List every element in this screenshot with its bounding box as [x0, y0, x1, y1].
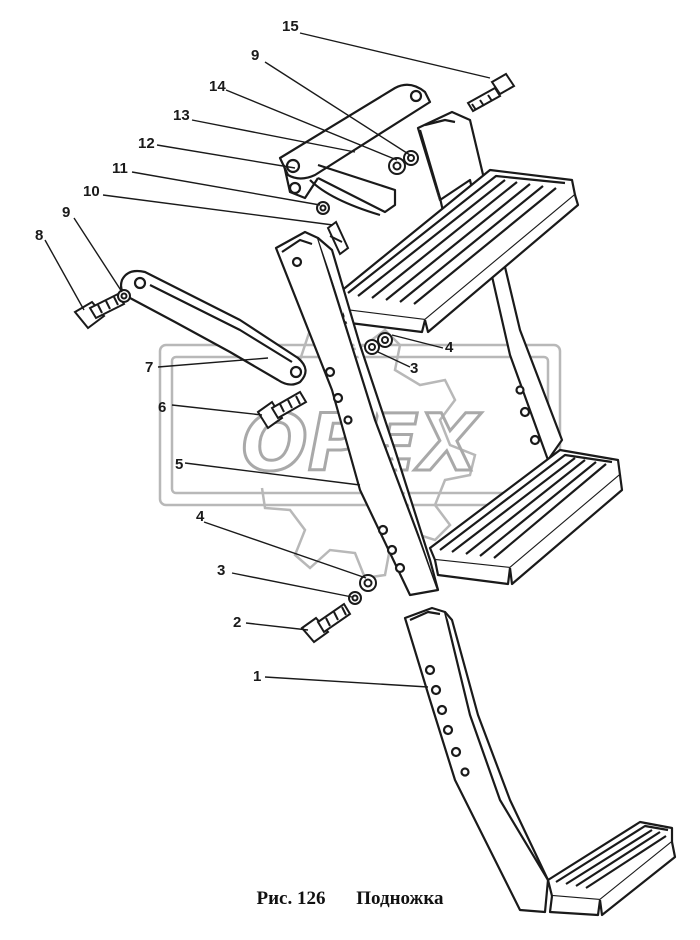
- callout-13: 13: [173, 107, 190, 124]
- bottom-step: [546, 820, 677, 917]
- callout-4-upper: 4: [445, 339, 454, 356]
- leader-lines: [44, 32, 491, 688]
- lower-post: [403, 606, 550, 914]
- bolt-2: [300, 602, 352, 644]
- upper-bracket: [278, 83, 432, 217]
- callout-12: 12: [138, 135, 155, 152]
- callout-labels: 15 9 14 13 12 11 10 9 8 7 6 5 4 3 4 3 2 …: [35, 18, 454, 685]
- callout-3-upper: 3: [410, 360, 418, 377]
- callout-9-left: 9: [62, 204, 70, 221]
- callout-6: 6: [158, 399, 166, 416]
- figure-caption: Рис. 126 Подножка: [0, 888, 700, 910]
- callout-1: 1: [253, 668, 261, 685]
- bolt-15: [466, 72, 516, 113]
- washer-3-nut-4-upper: [364, 332, 393, 355]
- figure-title: Подножка: [356, 888, 444, 909]
- nut-14: [388, 150, 419, 175]
- washer-3-nut-4-lower: [348, 574, 377, 605]
- callout-8: 8: [35, 227, 43, 244]
- callout-3-lower: 3: [217, 562, 225, 579]
- strut-bar: [119, 269, 307, 386]
- main-post: [274, 230, 440, 597]
- callout-4-lower: 4: [196, 508, 205, 525]
- bolt-6: [256, 390, 308, 430]
- bolt-8-washer-9: [73, 289, 131, 330]
- callout-9-upper: 9: [251, 47, 259, 64]
- callout-7: 7: [145, 359, 153, 376]
- callout-15: 15: [282, 18, 299, 35]
- callout-14: 14: [209, 78, 226, 95]
- callout-2: 2: [233, 614, 241, 631]
- washer-11-nut-10: [316, 201, 350, 256]
- callout-10: 10: [83, 183, 100, 200]
- middle-step: [428, 448, 624, 586]
- callout-11: 11: [112, 160, 128, 177]
- callout-5: 5: [175, 456, 183, 473]
- upper-step: [338, 168, 580, 334]
- figure-number: Рис. 126: [256, 888, 326, 909]
